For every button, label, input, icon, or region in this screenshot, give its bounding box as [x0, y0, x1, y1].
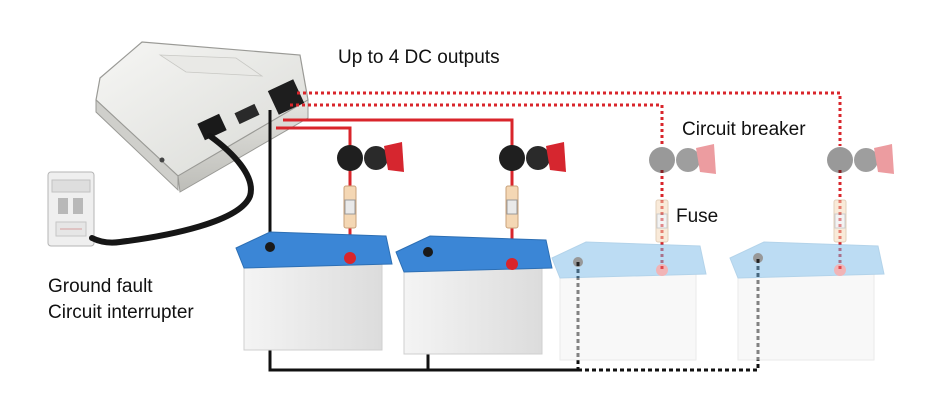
circuit-breaker-2 — [499, 142, 566, 172]
battery-1 — [235, 231, 393, 351]
circuit-breaker-1 — [337, 142, 404, 172]
fuse-label: Fuse — [676, 206, 719, 227]
battery-2 — [395, 235, 553, 355]
fuse-4 — [833, 199, 847, 243]
battery-4 — [729, 241, 885, 361]
gfci-label-line2: Circuit interrupter — [48, 302, 194, 323]
gfci-label-line1: Ground fault — [48, 276, 153, 297]
battery-3 — [551, 241, 707, 361]
fuse-3 — [655, 199, 669, 243]
outputs-label: Up to 4 DC outputs — [338, 47, 500, 68]
circuit-breaker-label: Circuit breaker — [682, 119, 806, 140]
fuse-1 — [343, 185, 357, 229]
fuse-2 — [505, 185, 519, 229]
gfci-device — [47, 171, 95, 247]
circuit-breaker-4 — [827, 144, 894, 174]
battery-charger — [95, 41, 309, 193]
ac-power-cord — [89, 133, 254, 246]
circuit-breaker-3 — [649, 144, 716, 174]
